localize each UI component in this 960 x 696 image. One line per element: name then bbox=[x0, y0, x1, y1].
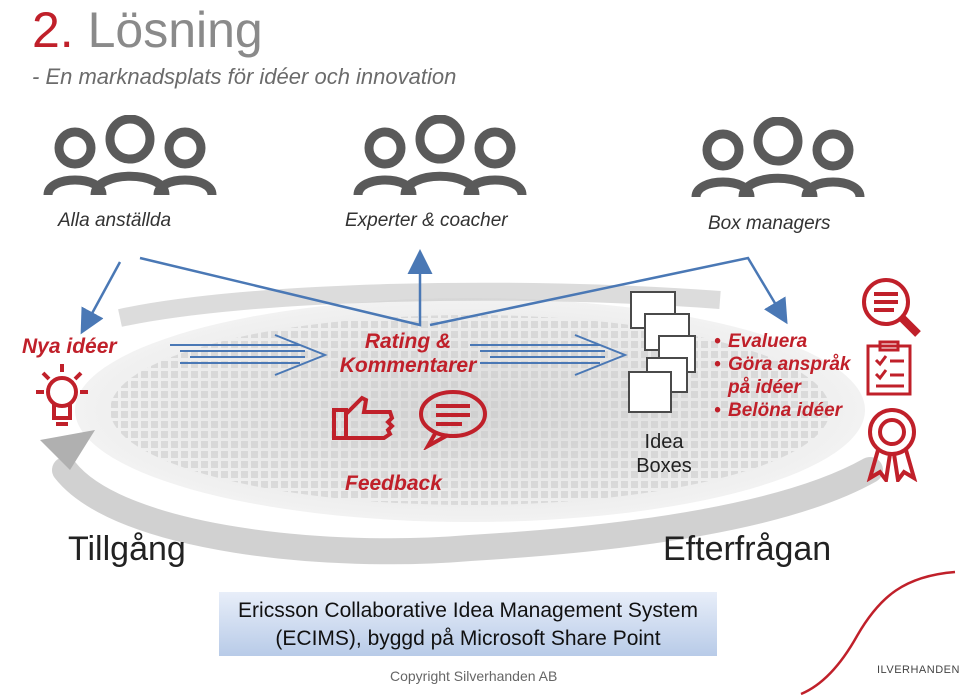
idea-boxes-line2: Boxes bbox=[636, 455, 692, 477]
action-item: Evaluera bbox=[714, 330, 864, 353]
demand-label: Efterfrågan bbox=[663, 530, 832, 568]
award-ribbon-icon bbox=[866, 408, 918, 482]
action-item: Göra anspråk på idéer bbox=[714, 353, 864, 399]
people-group-icon bbox=[43, 115, 217, 197]
rating-label-line1: Rating & bbox=[364, 330, 452, 353]
group-label-experts: Experter & coacher bbox=[345, 210, 508, 231]
idea-boxes-icon bbox=[628, 291, 696, 413]
idea-boxes-line1: Idea bbox=[644, 431, 684, 453]
rating-label: Rating & Kommentarer bbox=[333, 330, 483, 378]
people-group-icon bbox=[691, 117, 865, 199]
blue-arrows bbox=[80, 249, 788, 335]
page-title: 2. Lösning bbox=[32, 2, 263, 58]
action-item: Belöna idéer bbox=[714, 399, 864, 422]
system-description-box: Ericsson Collaborative Idea Management S… bbox=[219, 592, 717, 656]
rating-label-line2: Kommentarer bbox=[339, 354, 477, 377]
speech-bubble-icon bbox=[419, 390, 487, 450]
company-logo-swoosh bbox=[800, 570, 956, 696]
new-ideas-label: Nya idéer bbox=[22, 335, 117, 358]
document-search-icon bbox=[862, 278, 921, 337]
supply-label: Tillgång bbox=[68, 530, 186, 568]
checklist-icon bbox=[866, 340, 912, 396]
thumbs-up-icon bbox=[332, 395, 395, 440]
group-label-box-managers: Box managers bbox=[708, 213, 831, 234]
action-list: Evaluera Göra anspråk på idéer Belöna id… bbox=[714, 330, 864, 422]
lightbulb-icon bbox=[36, 364, 88, 426]
idea-boxes-label: Idea Boxes bbox=[628, 430, 700, 478]
company-logo-text: ILVERHANDEN bbox=[877, 664, 960, 676]
people-group-icon bbox=[353, 115, 527, 197]
feedback-label: Feedback bbox=[345, 472, 442, 495]
flow-arrow-1 bbox=[170, 334, 328, 376]
system-line2: (ECIMS), byggd på Microsoft Share Point bbox=[275, 627, 661, 650]
system-line1: Ericsson Collaborative Idea Management S… bbox=[238, 599, 698, 622]
group-label-employees: Alla anställda bbox=[58, 210, 172, 231]
flow-arrow-2 bbox=[470, 334, 628, 376]
copyright-text: Copyright Silverhanden AB bbox=[390, 668, 558, 684]
page-subtitle: - En marknadsplats för idéer och innovat… bbox=[32, 64, 457, 89]
